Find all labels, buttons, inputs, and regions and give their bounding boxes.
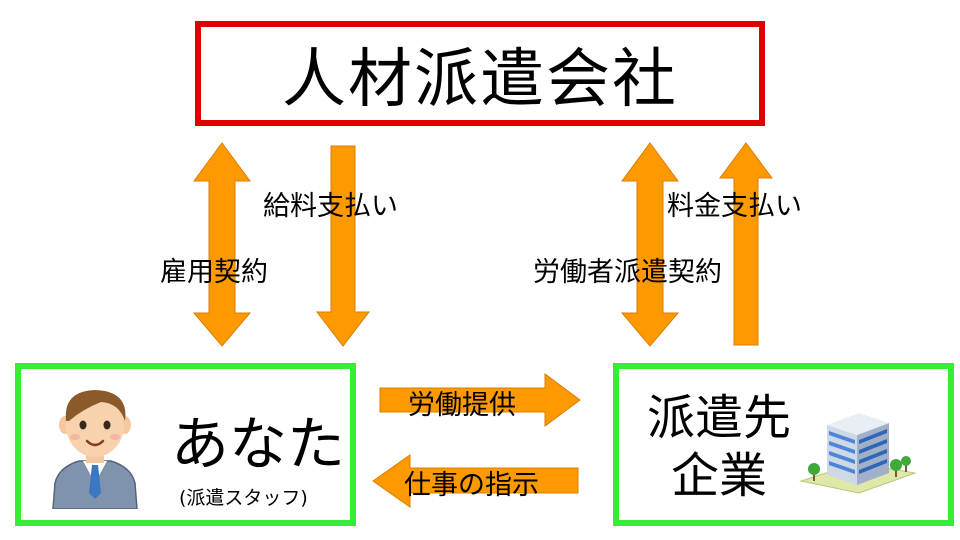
- client-name-line1: 派遣先: [647, 390, 792, 446]
- employment-label: 雇用契約: [160, 257, 268, 288]
- office-building-icon: [799, 413, 917, 494]
- instruction-left-arrow: [372, 454, 579, 508]
- worker-name: あなた: [171, 410, 346, 478]
- fee-up-arrow: [719, 142, 773, 346]
- businessman-icon: [52, 390, 138, 509]
- dispatch-double-arrow: [620, 142, 680, 347]
- salary-down-arrow: [315, 145, 371, 347]
- salary-label: 給料支払い: [263, 191, 398, 222]
- employment-double-arrow: [192, 142, 252, 347]
- worker-subtitle: (派遣スタッフ): [179, 487, 308, 509]
- fee-label: 料金支払い: [667, 191, 802, 222]
- instructions-label: 仕事の指示: [404, 470, 539, 501]
- client-name: 派遣先 企業: [647, 389, 791, 505]
- dispatch-contract-label: 労働者派遣契約: [533, 257, 722, 288]
- labor-right-arrow: [379, 373, 581, 427]
- agency-title: 人材派遣会社: [282, 42, 678, 117]
- client-company-box: 派遣先 企業: [613, 363, 954, 526]
- client-name-line2: 企業: [671, 448, 768, 504]
- labor-label: 労働提供: [408, 390, 516, 421]
- worker-box: あなた (派遣スタッフ): [15, 363, 356, 526]
- staffing-agency-box: 人材派遣会社: [195, 21, 765, 126]
